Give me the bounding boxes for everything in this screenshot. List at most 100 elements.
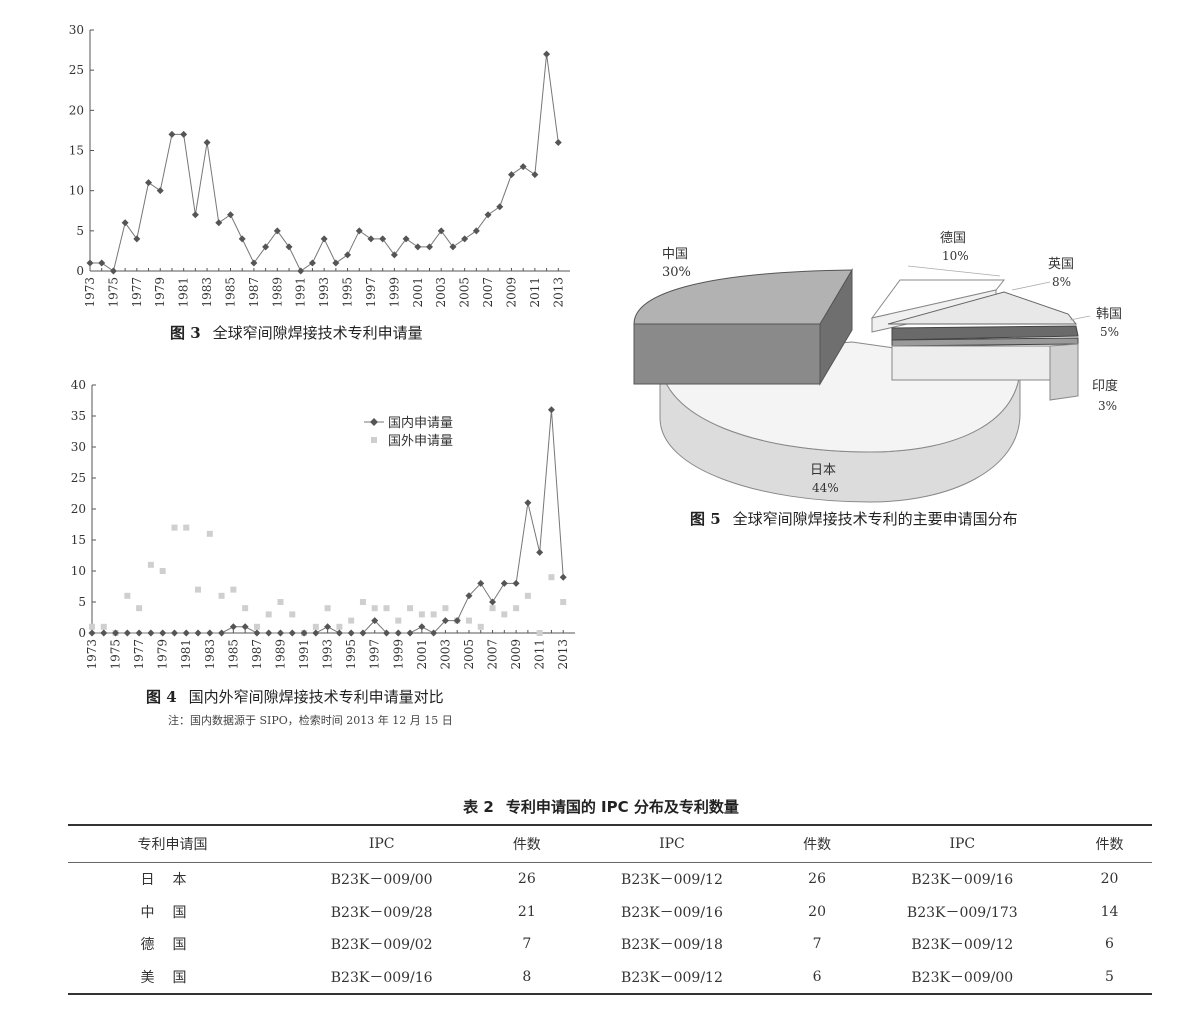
data-point [383, 605, 390, 612]
x-tick-label: 2003 [438, 639, 452, 670]
table-cell: 21 [517, 903, 536, 920]
data-point [135, 629, 143, 637]
legend-label: 国外申请量 [388, 434, 453, 449]
data-point [324, 605, 331, 612]
data-point [288, 629, 296, 637]
data-point [519, 163, 527, 171]
data-point [355, 227, 363, 235]
data-point [289, 611, 296, 618]
pie-slice-england [887, 291, 1078, 325]
x-tick-label: 2003 [434, 277, 448, 308]
data-point [507, 171, 515, 179]
data-point [112, 629, 120, 637]
data-point [238, 235, 246, 243]
data-point [560, 599, 567, 605]
data-point [426, 243, 434, 251]
x-tick-label: 1985 [226, 639, 240, 670]
data-point [524, 499, 532, 507]
y-tick-label: 20 [69, 103, 84, 117]
data-point [124, 592, 131, 599]
data-point [159, 629, 167, 637]
data-point [332, 259, 340, 267]
data-point [100, 629, 108, 637]
data-point [109, 267, 117, 275]
fig3-caption-num: 图 3 [170, 324, 201, 342]
data-point [100, 623, 107, 630]
data-point [312, 623, 319, 630]
x-tick-label: 1997 [368, 639, 382, 670]
data-point [297, 267, 305, 275]
data-point [449, 243, 457, 251]
data-point [359, 599, 366, 605]
x-tick-label: 1991 [297, 639, 311, 670]
y-tick-label: 0 [78, 626, 86, 640]
data-point [121, 219, 129, 227]
legend-label: 国内申请量 [388, 415, 453, 431]
data-point [371, 605, 378, 612]
pie-value-germany: 10% [942, 249, 969, 263]
table-cell: B23K－009/00 [330, 872, 433, 889]
pie-value-korea: 5% [1100, 325, 1119, 339]
data-point [402, 235, 410, 243]
table-cell-country: 德国 [140, 937, 205, 954]
data-point [123, 629, 131, 637]
ipc-table: 专利申请国 IPC 件数 IPC 件数 IPC 件数 日本 B23K－009/0… [68, 824, 1152, 995]
data-point [543, 50, 551, 58]
data-point [253, 623, 260, 630]
y-tick-label: 10 [71, 564, 86, 578]
pie-slice-china [633, 269, 853, 325]
x-tick-label: 1979 [156, 639, 170, 670]
data-point [215, 219, 223, 227]
data-point [136, 605, 143, 612]
table-cell: B23K－009/16 [330, 969, 433, 986]
table-cell: B23K－009/12 [911, 937, 1014, 954]
x-tick-label: 1993 [317, 277, 331, 308]
data-point [501, 611, 508, 618]
y-tick-label: 35 [71, 409, 86, 423]
data-point [300, 629, 308, 637]
data-point [320, 235, 328, 243]
data-point [195, 586, 202, 593]
data-point [489, 598, 497, 606]
fig5-caption-text: 全球窄间隙焊接技术专利的主要申请国分布 [732, 510, 1018, 528]
table2-title-text: 专利申请国的 IPC 分布及专利数量 [505, 798, 739, 816]
data-point [89, 623, 95, 630]
x-tick-label: 2001 [411, 277, 425, 308]
data-point [170, 629, 178, 637]
data-point [472, 227, 480, 235]
x-tick-label: 1985 [223, 277, 237, 308]
x-tick-label: 1983 [200, 277, 214, 308]
data-point [367, 235, 375, 243]
y-tick-label: 5 [78, 595, 86, 609]
data-point [147, 561, 154, 568]
data-point [218, 629, 226, 637]
x-tick-label: 1989 [270, 277, 284, 308]
x-tick-label: 1981 [177, 277, 191, 308]
data-point [465, 592, 473, 600]
data-point [344, 251, 352, 259]
data-point [536, 630, 543, 636]
data-point [371, 617, 379, 625]
x-tick-label: 1975 [109, 639, 123, 670]
pie-leader-line [907, 265, 1001, 277]
x-tick-label: 1975 [106, 277, 120, 308]
x-tick-label: 1987 [250, 639, 264, 670]
table2-title-num: 表 2 [463, 798, 494, 816]
table-header-cell: 件数 [803, 837, 832, 853]
x-tick-label: 1999 [387, 277, 401, 308]
data-point [203, 138, 211, 146]
data-point [348, 617, 355, 624]
legend-marker [370, 418, 378, 426]
table-cell: 5 [1105, 968, 1114, 985]
pie-slice-china-front [633, 323, 821, 385]
x-tick-label: 1981 [179, 639, 193, 670]
data-point [226, 211, 234, 219]
data-point [461, 235, 469, 243]
table-cell: 26 [517, 871, 536, 888]
table-row: 中国 B23K－009/28 21 B23K－009/16 20 B23K－00… [68, 896, 1152, 929]
table-cell: 7 [812, 936, 822, 953]
data-point [183, 524, 190, 531]
x-tick-label: 1995 [344, 639, 358, 670]
